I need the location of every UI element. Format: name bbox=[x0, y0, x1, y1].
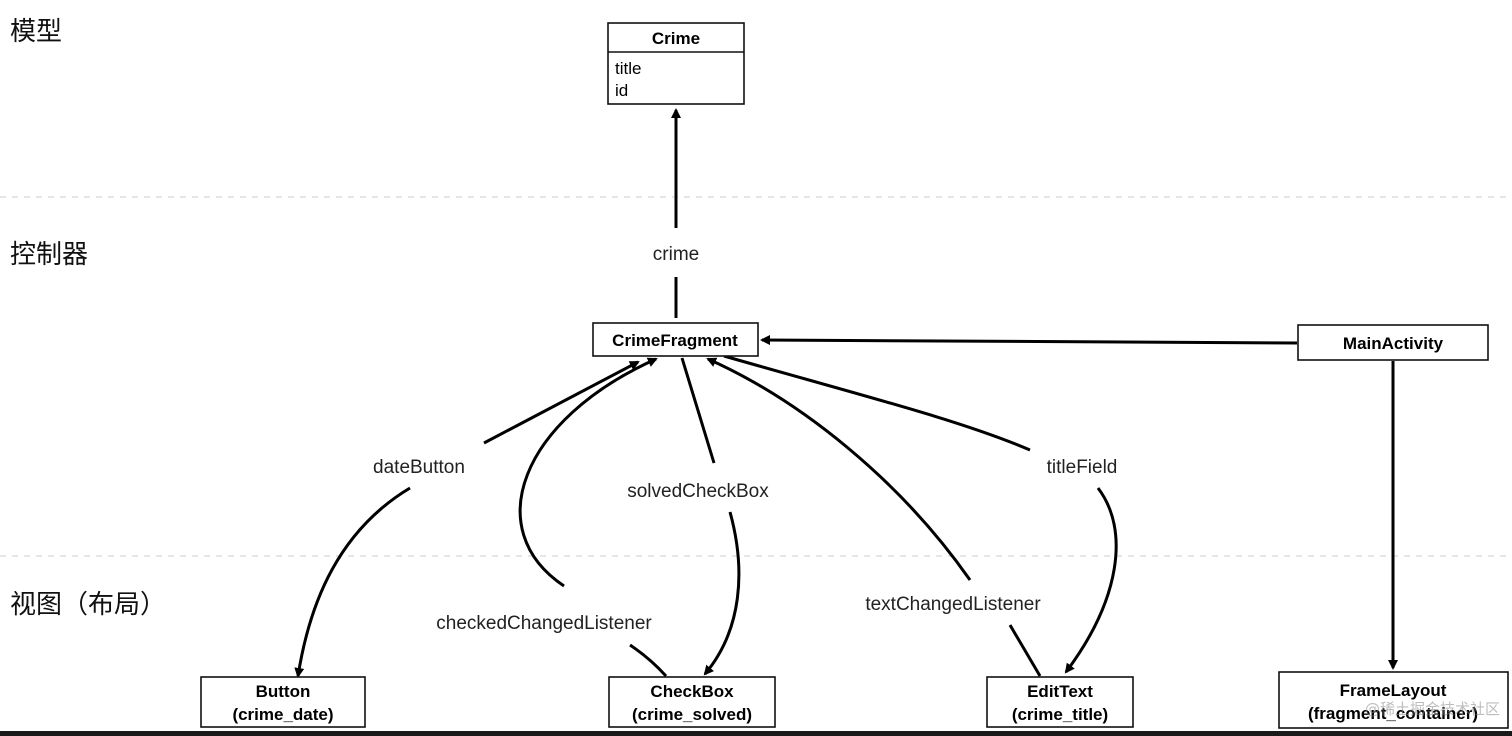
edge-label-crime: crime bbox=[653, 244, 699, 265]
button-title: Button bbox=[256, 682, 311, 701]
edge-label-checkedchangedlistener: checkedChangedListener bbox=[436, 613, 652, 634]
edge-checkedchanged-upper bbox=[518, 357, 658, 588]
edge-textchanged-upper bbox=[706, 357, 972, 581]
framelayout-subtitle: (fragment_container) bbox=[1308, 704, 1478, 723]
edge-titlefield-lower bbox=[1064, 487, 1118, 674]
edge-solvedcheckbox-upper bbox=[680, 357, 716, 464]
edge-label-datebutton: dateButton bbox=[373, 457, 465, 478]
watermark-text: @稀土掘金技术社区 bbox=[1365, 700, 1500, 718]
button-box: Button (crime_date) bbox=[200, 676, 366, 728]
button-subtitle: (crime_date) bbox=[232, 705, 333, 724]
edittext-subtitle: (crime_title) bbox=[1012, 705, 1108, 724]
mainactivity-box: MainActivity bbox=[1297, 324, 1489, 361]
checkbox-title: CheckBox bbox=[650, 682, 734, 701]
crime-attr-title: title bbox=[615, 59, 641, 78]
edge-datebutton-upper bbox=[483, 360, 640, 445]
crimefragment-title: CrimeFragment bbox=[612, 331, 738, 350]
crimefragment-box: CrimeFragment bbox=[592, 322, 759, 357]
edge-label-textchangedlistener: textChangedListener bbox=[865, 594, 1041, 615]
edge-datebutton-lower bbox=[294, 486, 411, 678]
layer-label-view: 视图（布局） bbox=[10, 590, 166, 620]
crime-class-box: Crime title id bbox=[607, 22, 745, 105]
checkbox-subtitle: (crime_solved) bbox=[632, 705, 752, 724]
bottom-bar bbox=[0, 731, 1512, 736]
framelayout-title: FrameLayout bbox=[1340, 681, 1447, 700]
mainactivity-title: MainActivity bbox=[1343, 334, 1444, 353]
edge-textchanged-lower bbox=[1008, 624, 1042, 677]
crime-attr-id: id bbox=[615, 81, 628, 100]
crime-class-title: Crime bbox=[652, 29, 700, 48]
edge-solvedcheckbox-lower bbox=[703, 511, 741, 676]
checkbox-box: CheckBox (crime_solved) bbox=[608, 676, 776, 728]
edge-titlefield-upper bbox=[723, 354, 1031, 452]
edittext-title: EditText bbox=[1027, 682, 1093, 701]
edittext-box: EditText (crime_title) bbox=[986, 676, 1134, 728]
layer-label-model: 模型 bbox=[10, 17, 62, 47]
edge-mainactivity-to-fragment bbox=[760, 335, 1298, 346]
edge-label-titlefield: titleField bbox=[1047, 457, 1118, 478]
layer-label-controller: 控制器 bbox=[10, 240, 88, 270]
edge-checkedchanged-lower bbox=[629, 643, 668, 678]
framelayout-box: FrameLayout (fragment_container) bbox=[1278, 671, 1509, 729]
edge-label-solvedcheckbox: solvedCheckBox bbox=[627, 481, 769, 502]
